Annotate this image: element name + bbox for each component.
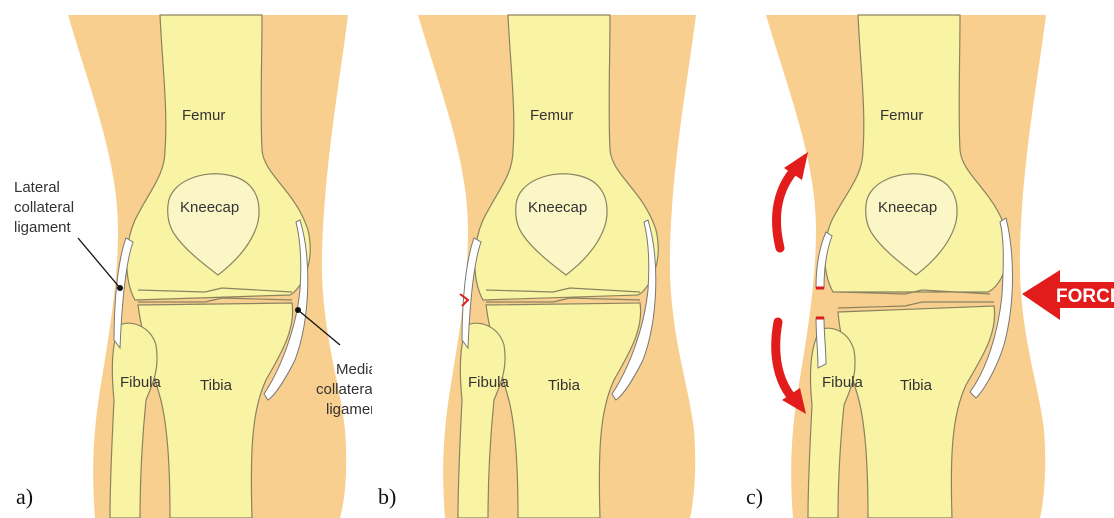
lateral-label-line1: Lateral (14, 179, 60, 196)
fibula-label: Fibula (822, 374, 864, 391)
lateral-pointer-line (78, 238, 120, 288)
lateral-pointer-dot (117, 285, 123, 291)
panel-a-caption: a) (16, 484, 33, 509)
fibula-label: Fibula (468, 374, 510, 391)
kneecap-label: Kneecap (528, 199, 587, 216)
lateral-label-line2: collateral (14, 199, 74, 216)
panel-a: Femur Kneecap Fibula Tibia Lateral colla… (14, 15, 384, 518)
fibula-label: Fibula (120, 374, 162, 391)
lateral-label-line3: ligament (14, 219, 72, 236)
force-label: FORCE (1056, 286, 1114, 307)
panel-c: FORCE Femur Kneecap Fibula Tibia c) (746, 15, 1114, 518)
kneecap-label: Kneecap (878, 199, 937, 216)
panel-b: Femur Kneecap Fibula Tibia b) (378, 15, 696, 518)
curved-arrow-up-icon (777, 168, 796, 248)
femur-label: Femur (182, 107, 225, 124)
panel-b-caption: b) (378, 484, 396, 509)
curved-arrow-down-icon (776, 322, 794, 400)
lateral-ligament-lower (816, 318, 826, 368)
femur-label: Femur (880, 107, 923, 124)
panel-c-caption: c) (746, 484, 763, 509)
medial-label-line1: Medial (336, 361, 380, 378)
medial-label-line2: collateral (316, 381, 376, 398)
femur-label: Femur (530, 107, 573, 124)
medial-pointer-dot (295, 307, 301, 313)
kneecap-label: Kneecap (180, 199, 239, 216)
medial-label-line3: ligament (326, 401, 384, 418)
tibia-label: Tibia (200, 377, 233, 394)
tibia-label: Tibia (900, 377, 933, 394)
tibia-label: Tibia (548, 377, 581, 394)
